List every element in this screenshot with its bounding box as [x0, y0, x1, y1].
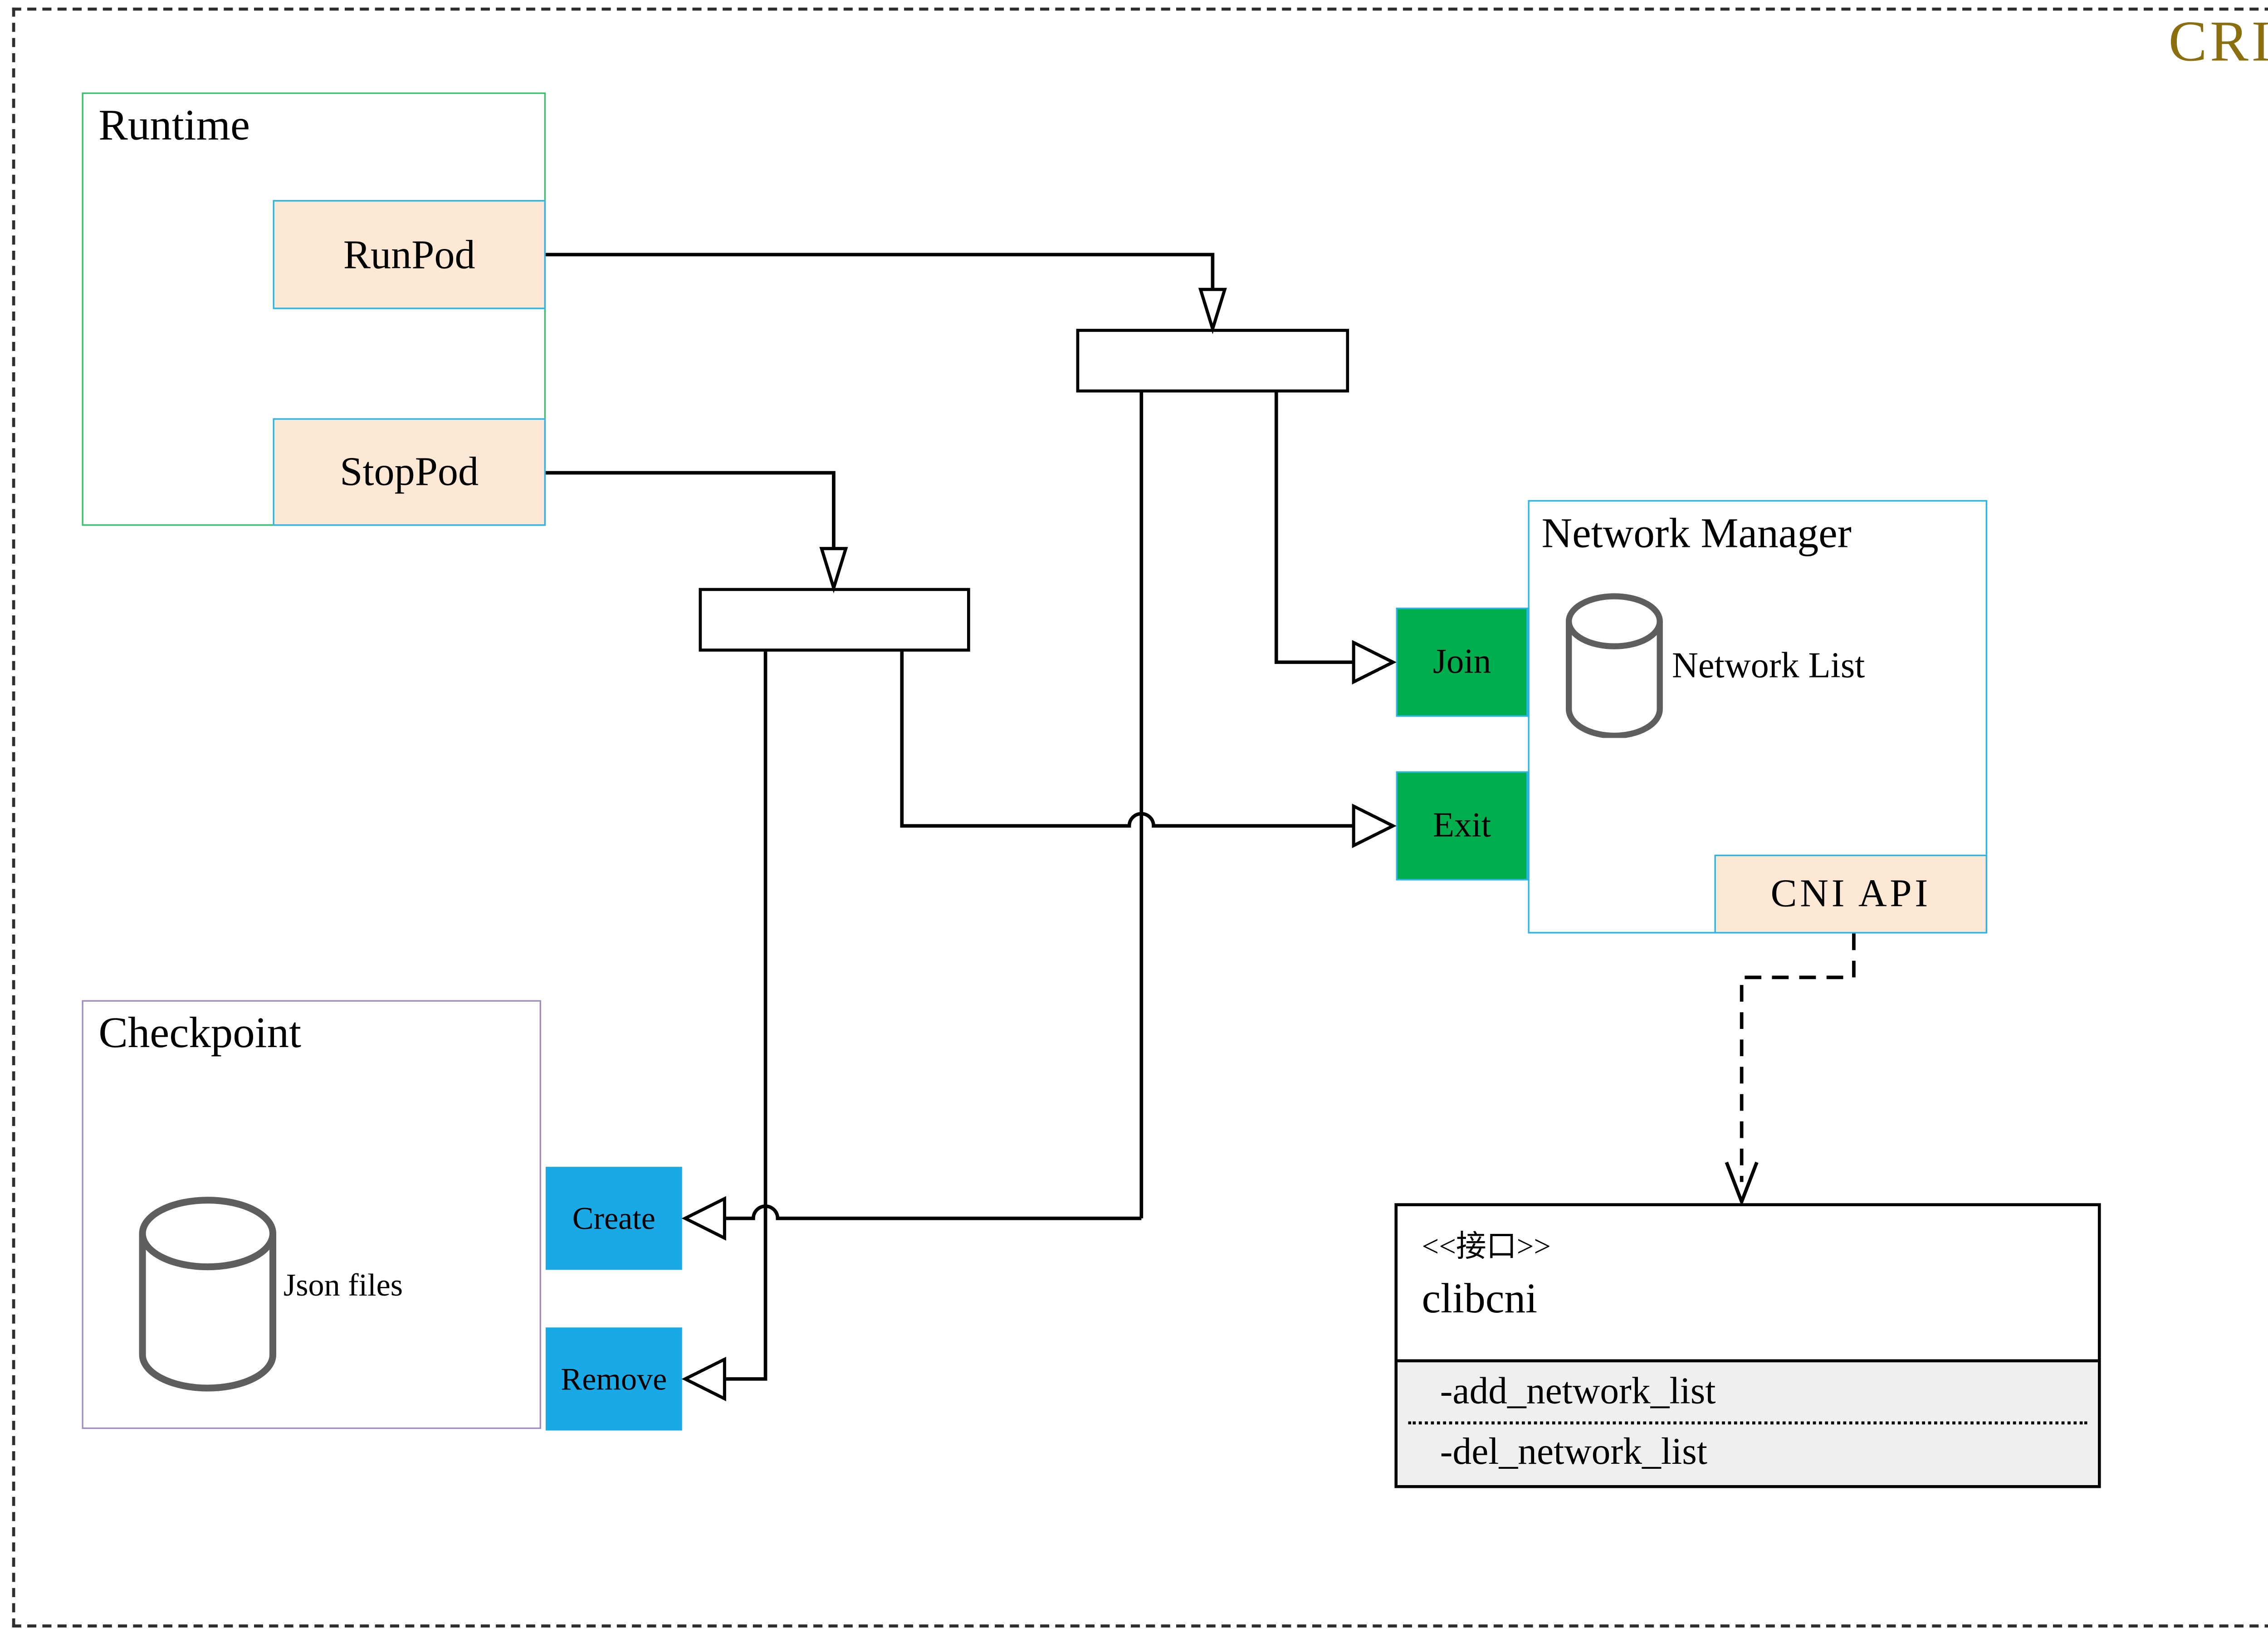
stoppod-label: StopPod	[340, 448, 479, 494]
stoppod-box: StopPod	[273, 418, 546, 526]
runtime-title: Runtime	[98, 101, 250, 150]
clibcni-method-del-network-list: -del_network_list	[1440, 1432, 1707, 1473]
clibcni-title-compartment: <<接口>> clibcni	[1398, 1206, 2098, 1362]
checkpoint-title: Checkpoint	[98, 1009, 302, 1058]
join-box: Join	[1396, 608, 1528, 717]
cni-api-box: CNI API	[1714, 854, 1987, 934]
json-files-label: Json files	[283, 1267, 403, 1303]
clibcni-name: clibcni	[1422, 1276, 1538, 1323]
exit-box: Exit	[1396, 771, 1528, 881]
junction-rectangle-stoppod	[699, 588, 970, 652]
create-label: Create	[572, 1199, 655, 1236]
network-list-label: Network List	[1672, 647, 1865, 687]
json-files-database-icon	[139, 1197, 277, 1392]
cri-watermark: CRI	[2168, 10, 2268, 74]
clibcni-methods-compartment: -add_network_list -del_network_list	[1398, 1359, 2098, 1485]
runpod-box: RunPod	[273, 200, 546, 309]
clibcni-method-add-network-list: -add_network_list	[1440, 1371, 1716, 1413]
cni-api-label: CNI API	[1770, 871, 1931, 916]
clibcni-class-box: <<接口>> clibcni -add_network_list -del_ne…	[1394, 1203, 2101, 1488]
remove-label: Remove	[561, 1360, 667, 1397]
junction-rectangle-runpod	[1076, 329, 1349, 393]
create-box: Create	[546, 1167, 682, 1270]
network-list-database-icon	[1565, 593, 1663, 738]
clibcni-method-divider	[1408, 1421, 2087, 1425]
clibcni-stereotype: <<接口>>	[1422, 1230, 1551, 1264]
runpod-label: RunPod	[343, 231, 475, 277]
exit-label: Exit	[1433, 806, 1491, 844]
network-manager-title: Network Manager	[1541, 511, 1852, 558]
remove-box: Remove	[546, 1327, 682, 1431]
page-dashed-border	[12, 7, 2268, 1628]
join-label: Join	[1433, 642, 1491, 681]
